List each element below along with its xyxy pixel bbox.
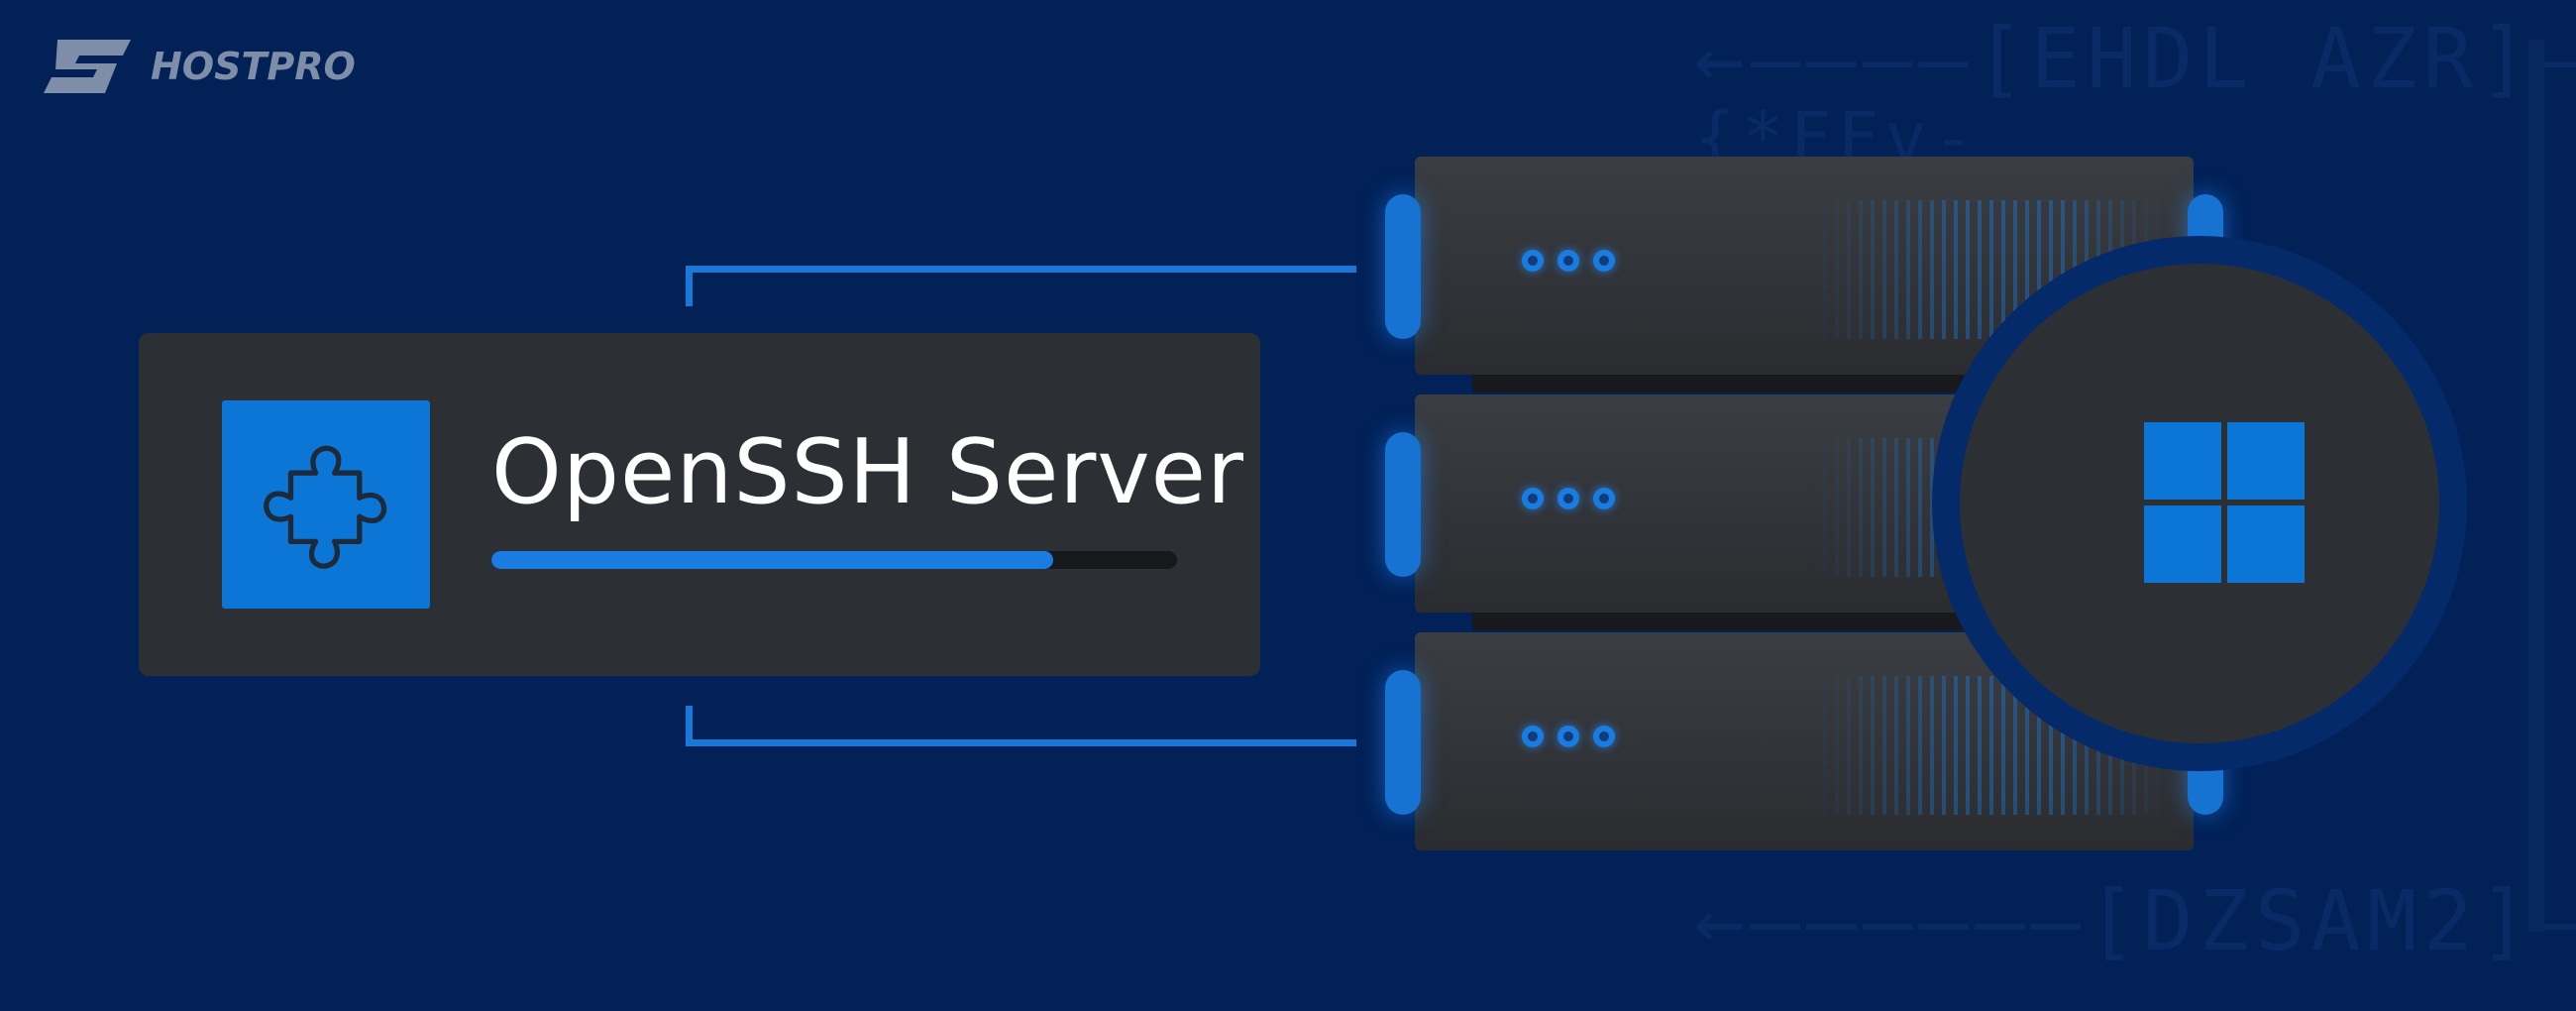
connector-line-bottom <box>686 706 1356 746</box>
server-handle-left <box>1385 432 1421 577</box>
os-badge-inner <box>1960 264 2439 743</box>
os-badge <box>1932 236 2467 771</box>
status-led <box>1522 250 1544 272</box>
status-led <box>1557 726 1579 747</box>
windows-logo-icon <box>2144 422 2305 583</box>
hostpro-logo-icon <box>44 40 131 93</box>
server-divider <box>1472 375 2027 393</box>
progress-bar <box>491 551 1177 569</box>
status-led <box>1557 250 1579 272</box>
card-title: OpenSSH Server <box>491 420 1245 524</box>
status-led <box>1593 726 1615 747</box>
background-code-decoration: ←――――[ЕНDL AZR]―――― {*FFv- ←――――――[DZSAM… <box>1684 0 2576 1011</box>
connector-line-top <box>686 266 1356 306</box>
status-led <box>1522 726 1544 747</box>
puzzle-piece-icon <box>222 400 430 609</box>
brand-logo: HOSTPRO <box>40 36 356 97</box>
server-divider <box>1472 613 2027 630</box>
status-led <box>1557 488 1579 509</box>
feature-card: OpenSSH Server <box>139 333 1260 676</box>
status-led <box>1593 488 1615 509</box>
status-leds <box>1522 726 1615 747</box>
status-leds <box>1522 488 1615 509</box>
server-handle-left <box>1385 194 1421 339</box>
status-leds <box>1522 250 1615 272</box>
status-led <box>1522 488 1544 509</box>
progress-bar-fill <box>491 551 1054 569</box>
status-led <box>1593 250 1615 272</box>
brand-logo-text: HOSTPRO <box>151 45 356 88</box>
server-handle-left <box>1385 670 1421 815</box>
